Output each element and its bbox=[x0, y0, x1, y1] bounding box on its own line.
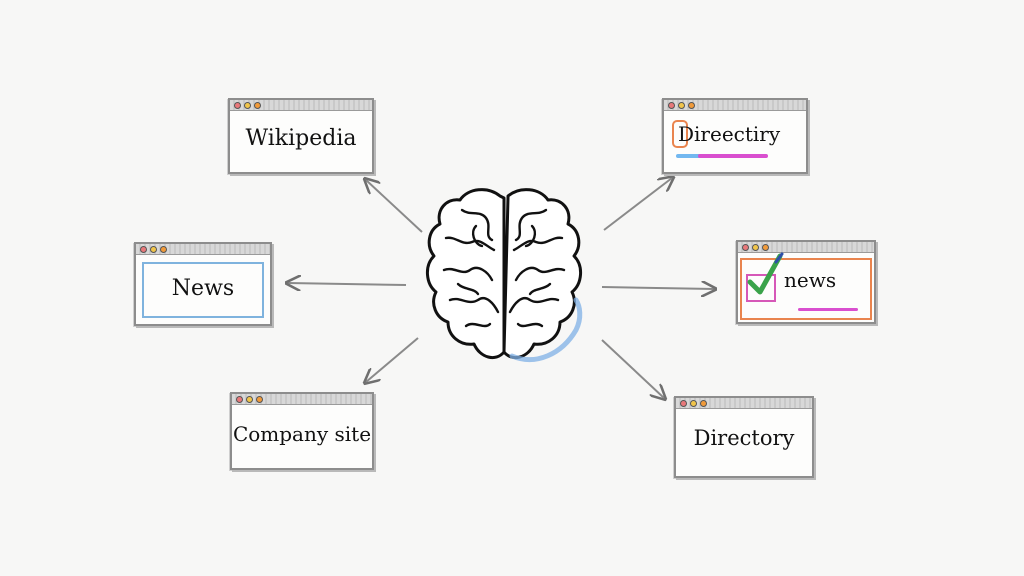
maximize-dot-icon bbox=[688, 102, 695, 109]
window-titlebar bbox=[232, 394, 372, 405]
news-window-right[interactable]: news bbox=[736, 240, 876, 324]
content-line bbox=[798, 308, 858, 311]
content-line bbox=[676, 154, 702, 158]
maximize-dot-icon bbox=[256, 396, 263, 403]
close-dot-icon bbox=[140, 246, 147, 253]
close-dot-icon bbox=[680, 400, 687, 407]
close-dot-icon bbox=[234, 102, 241, 109]
company-site-window[interactable]: Company site bbox=[230, 392, 374, 470]
minimize-dot-icon bbox=[752, 244, 759, 251]
window-label: Wikipedia bbox=[245, 126, 357, 151]
window-titlebar bbox=[676, 398, 812, 409]
close-dot-icon bbox=[742, 244, 749, 251]
minimize-dot-icon bbox=[690, 400, 697, 407]
directory-window-top[interactable]: Direectiry bbox=[662, 98, 808, 174]
arrow-to-directory-top bbox=[603, 178, 672, 231]
window-titlebar bbox=[136, 244, 270, 255]
window-label: News bbox=[171, 276, 235, 301]
arrow-to-wikipedia bbox=[366, 180, 423, 233]
wikipedia-window[interactable]: Wikipedia bbox=[228, 98, 374, 174]
maximize-dot-icon bbox=[160, 246, 167, 253]
maximize-dot-icon bbox=[254, 102, 261, 109]
arrow-to-directory-bottom bbox=[601, 339, 664, 398]
content-line bbox=[698, 154, 768, 158]
maximize-dot-icon bbox=[700, 400, 707, 407]
window-label: Directory bbox=[693, 426, 795, 450]
window-label: Company site bbox=[232, 422, 372, 446]
content-frame bbox=[740, 258, 872, 320]
checkbox bbox=[746, 274, 776, 302]
arrow-to-news-right bbox=[601, 287, 714, 289]
content-frame bbox=[142, 262, 264, 318]
window-label: news bbox=[784, 268, 837, 292]
minimize-dot-icon bbox=[244, 102, 251, 109]
checkmark-icon bbox=[747, 252, 784, 295]
close-dot-icon bbox=[236, 396, 243, 403]
arrow-to-company-site bbox=[366, 337, 419, 382]
window-label: Direectiry bbox=[678, 122, 781, 146]
directory-window-bottom[interactable]: Directory bbox=[674, 396, 814, 478]
highlight-box bbox=[672, 120, 688, 148]
minimize-dot-icon bbox=[678, 102, 685, 109]
window-titlebar bbox=[738, 242, 874, 253]
window-titlebar bbox=[664, 100, 806, 111]
news-window-left[interactable]: News bbox=[134, 242, 272, 326]
window-titlebar bbox=[230, 100, 372, 111]
maximize-dot-icon bbox=[762, 244, 769, 251]
close-dot-icon bbox=[668, 102, 675, 109]
minimize-dot-icon bbox=[246, 396, 253, 403]
minimize-dot-icon bbox=[150, 246, 157, 253]
arrow-to-news-left bbox=[288, 283, 407, 285]
